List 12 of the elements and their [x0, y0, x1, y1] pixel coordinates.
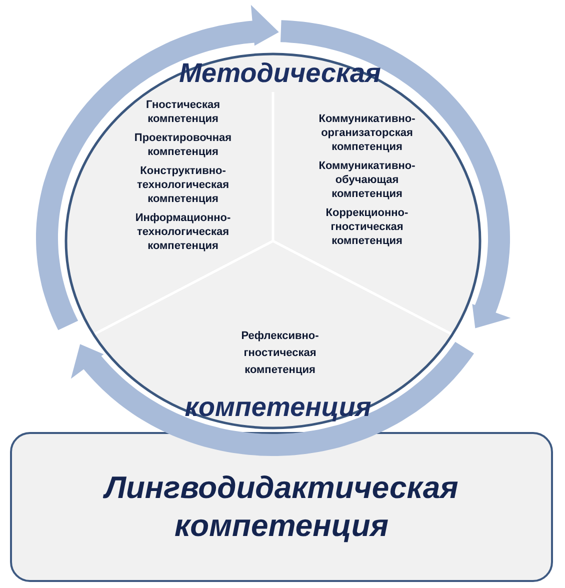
competency-label: Информационно- технологическая компетенция [134, 211, 232, 253]
competency-label: Рефлексивно- гностическая компетенция [240, 329, 320, 378]
competency-label: Коммуникативно- организаторская компетенция [318, 112, 416, 154]
competency-label: Коррекционно- гностическая компетенция [324, 206, 410, 248]
circle-title: компетенция [184, 391, 372, 423]
panel-title: Лингводидактическая компетенция [102, 469, 460, 545]
competency-label: Проектировочная компетенция [133, 131, 233, 159]
circle-panel [64, 52, 482, 430]
competency-label: Конструктивно- технологическая компетенция [136, 164, 230, 206]
competency-label: Гностическая компетенция [145, 98, 221, 126]
rounded-panel [10, 432, 553, 582]
competency-label: Коммуникативно- обучающая компетенция [318, 159, 416, 201]
